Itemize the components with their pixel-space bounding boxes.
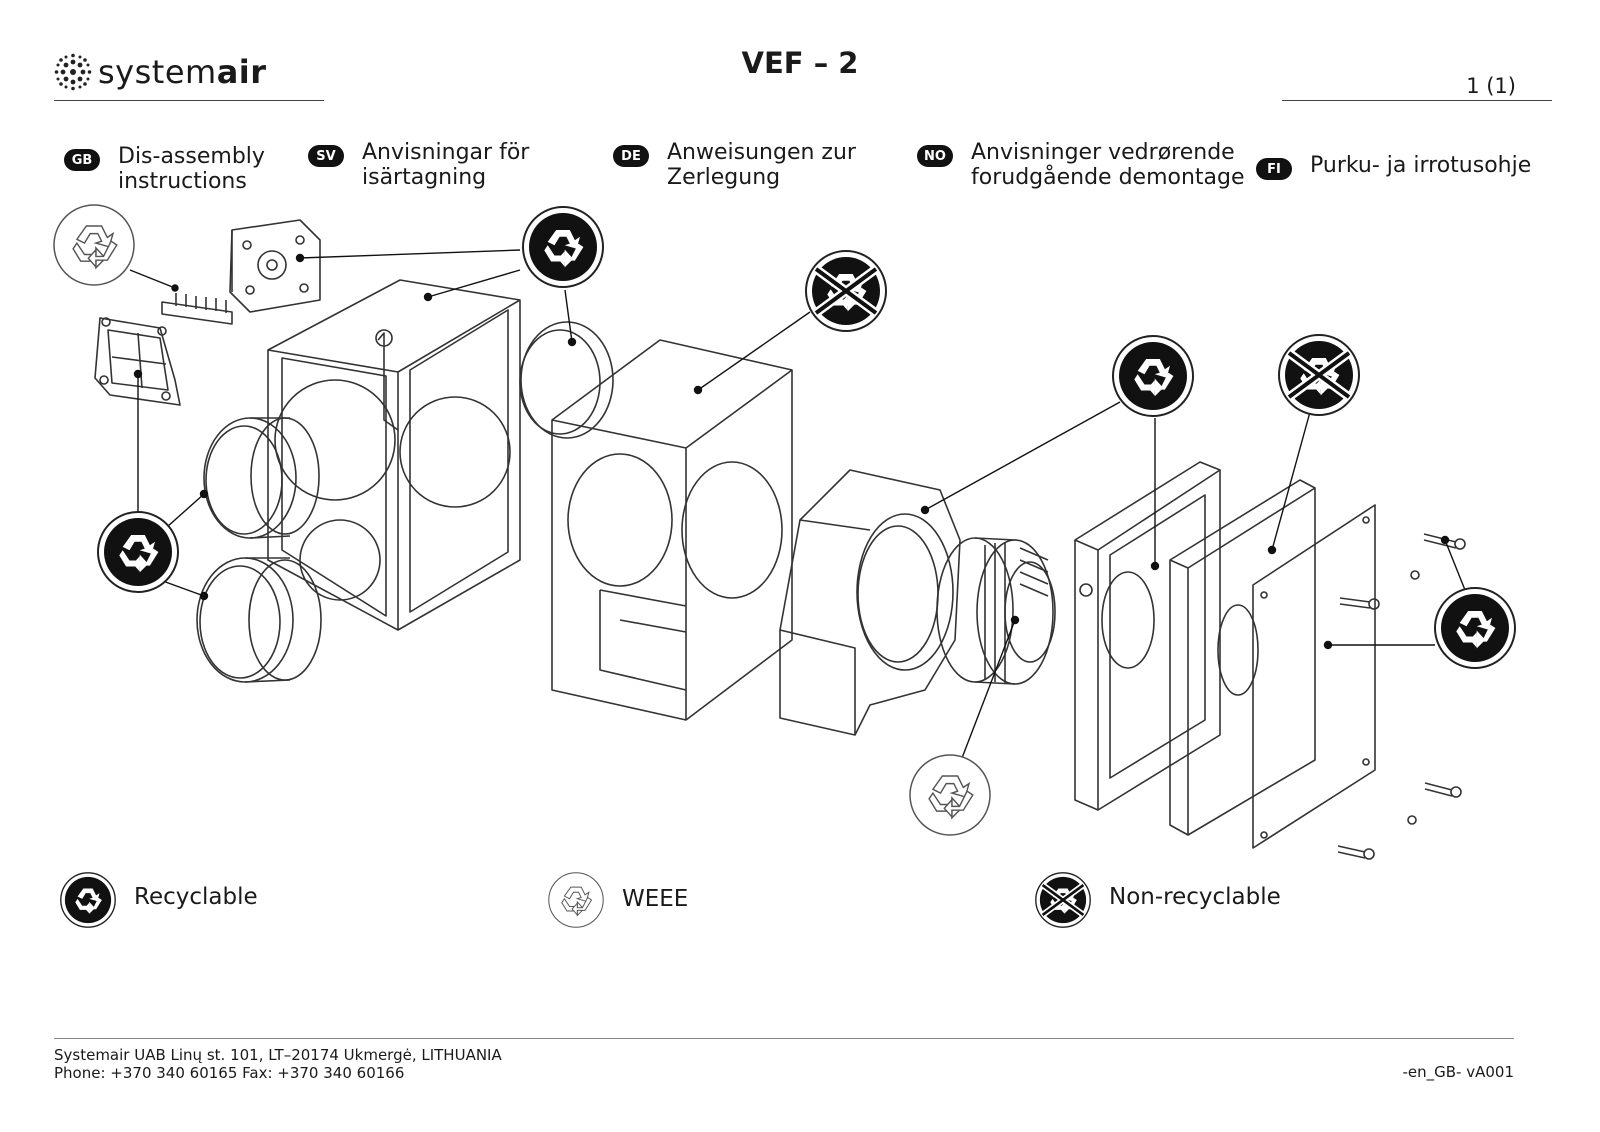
footer-address-block: Systemair UAB Linų st. 101, LT–20174 Ukm… bbox=[54, 1046, 502, 1082]
lang-badge-gb: GB bbox=[64, 149, 100, 171]
footer-rule bbox=[54, 1038, 1514, 1039]
legend-recyclable: Recyclable bbox=[116, 884, 258, 910]
screws bbox=[1337, 533, 1466, 860]
weee-symbol-motor bbox=[910, 755, 990, 835]
spigot-ring-lower bbox=[196, 557, 322, 683]
legend-weee: WEEE bbox=[604, 886, 688, 912]
lang-text-de: Anweisungen zur Zerlegung bbox=[667, 140, 856, 190]
legend-recyclable-label: Recyclable bbox=[134, 884, 258, 910]
front-cover-plate bbox=[1252, 504, 1376, 849]
lang-text-gb: Dis-assembly instructions bbox=[118, 144, 265, 194]
access-cover bbox=[94, 317, 181, 406]
lang-badge-no: NO bbox=[917, 145, 953, 167]
logo-dots-icon bbox=[54, 53, 92, 91]
recyclable-symbol-spigots bbox=[98, 512, 178, 592]
spigot-ring-upper bbox=[203, 417, 320, 539]
recyclable-symbol-cover bbox=[1435, 588, 1515, 668]
weee-symbol-terminal bbox=[54, 205, 134, 285]
page-number: 1 (1) bbox=[1466, 74, 1516, 98]
lang-heading-sv: SV Anvisningar för isärtagning bbox=[308, 140, 529, 190]
lang-heading-gb: GB Dis-assembly instructions bbox=[64, 144, 265, 194]
main-casing bbox=[267, 279, 521, 631]
legend-non-recyclable-icon bbox=[1036, 873, 1090, 927]
lang-text-sv: Anvisningar för isärtagning bbox=[362, 140, 530, 190]
legend-weee-icon bbox=[549, 873, 603, 927]
blower-housing bbox=[779, 469, 961, 736]
footer-address: Systemair UAB Linų st. 101, LT–20174 Ukm… bbox=[54, 1046, 502, 1064]
non-recyclable-symbol-panel bbox=[1279, 335, 1359, 415]
brand-name: systemair bbox=[98, 53, 267, 91]
brand-logo: systemair bbox=[54, 52, 267, 92]
leader-lines bbox=[129, 249, 1466, 759]
terminal-strip bbox=[161, 293, 233, 325]
front-frame bbox=[1074, 461, 1221, 811]
lang-heading-fi: FI Purku- ja irrotusohje bbox=[1256, 153, 1531, 180]
lang-badge-sv: SV bbox=[308, 145, 344, 167]
spigot-ring-rear bbox=[519, 321, 614, 439]
lang-text-no: Anvisninger vedrørende forudgående demon… bbox=[971, 140, 1245, 190]
legend-non-recyclable-label: Non-recyclable bbox=[1109, 884, 1281, 910]
non-recyclable-symbol-insulation bbox=[806, 251, 886, 331]
legend-non-recyclable: Non-recyclable bbox=[1091, 884, 1281, 910]
legend-weee-label: WEEE bbox=[622, 886, 689, 912]
header-rule-left bbox=[54, 100, 324, 101]
front-insulation-panel bbox=[1169, 479, 1316, 836]
recyclable-symbol-blower bbox=[1113, 336, 1193, 416]
document-title: VEF – 2 bbox=[741, 46, 859, 80]
lang-badge-de: DE bbox=[613, 145, 649, 167]
lang-heading-de: DE Anweisungen zur Zerlegung bbox=[613, 140, 856, 190]
lang-heading-no: NO Anvisninger vedrørende forudgående de… bbox=[917, 140, 1245, 190]
terminal-box bbox=[229, 219, 321, 313]
lang-badge-fi: FI bbox=[1256, 158, 1292, 180]
impeller-motor bbox=[936, 537, 1056, 685]
lang-text-fi: Purku- ja irrotusohje bbox=[1310, 153, 1532, 178]
legend-recyclable-icon bbox=[61, 873, 115, 927]
insulation-block bbox=[551, 339, 793, 721]
footer-phone: Phone: +370 340 60165 Fax: +370 340 6016… bbox=[54, 1064, 405, 1082]
header-rule-right bbox=[1282, 100, 1552, 101]
footer-doc-code: -en_GB- vA001 bbox=[1402, 1063, 1514, 1081]
recyclable-symbol-casing bbox=[523, 207, 603, 287]
